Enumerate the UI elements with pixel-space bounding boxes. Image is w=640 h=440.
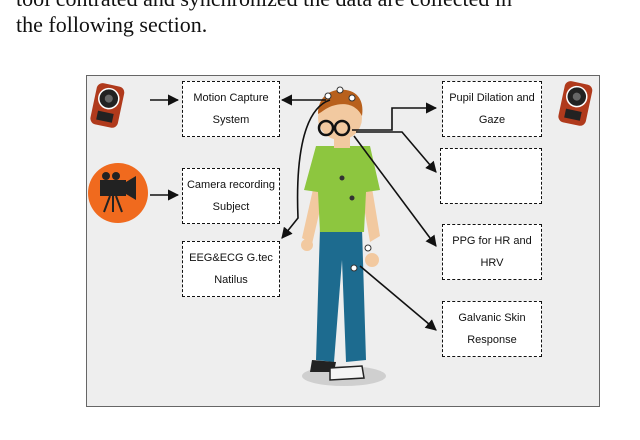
paragraph-line-1: tool contrated and synchronized the data… (16, 0, 512, 12)
video-camera-icon (88, 163, 148, 223)
ppg-label-line1: PPG for HR and (452, 235, 532, 247)
eeg-ecg-box: EEG&ECG G.tec Natilus (182, 241, 280, 297)
motion-sensor-left-icon (90, 83, 125, 128)
ppg-label-line2: HRV (480, 257, 504, 269)
paragraph-line-2: the following section. (16, 12, 208, 37)
camera-recording-label-line1: Camera recording (186, 179, 276, 191)
arrow-to-ppg (353, 135, 437, 247)
pupil-dilation-box: Pupil Dilation and Gaze (442, 81, 542, 137)
motion-capture-label-line2: System (212, 114, 250, 126)
eeg-ecg-label-line2: Natilus (214, 274, 248, 286)
arrow-hand-to-gsr (359, 265, 437, 331)
ppg-box: PPG for HR and HRV (442, 224, 542, 280)
motion-capture-label-line1: Motion Capture (193, 92, 269, 104)
subject-person-illustration (301, 86, 380, 381)
arrow-glasses-to-pupil (352, 102, 438, 131)
motion-sensor-right-icon (558, 81, 593, 126)
pupil-label-line1: Pupil Dilation and (449, 92, 535, 104)
motion-capture-box: Motion Capture System (182, 81, 280, 137)
gsr-label-line2: Response (467, 334, 517, 346)
camera-recording-label-line2: Subject (212, 201, 250, 213)
eeg-ecg-label-line1: EEG&ECG G.tec (189, 252, 273, 264)
connector-arrows (150, 94, 438, 331)
galvanic-skin-box: Galvanic Skin Response (442, 301, 542, 357)
arrow-glasses-to-eyetracker (356, 131, 437, 173)
gsr-label-line1: Galvanic Skin (458, 312, 526, 324)
arrow-head-to-eeg (281, 99, 331, 239)
pupil-label-line2: Gaze (478, 114, 506, 126)
camera-recording-box: Camera recording Subject (182, 168, 280, 224)
eye-tracker-box (440, 148, 542, 204)
